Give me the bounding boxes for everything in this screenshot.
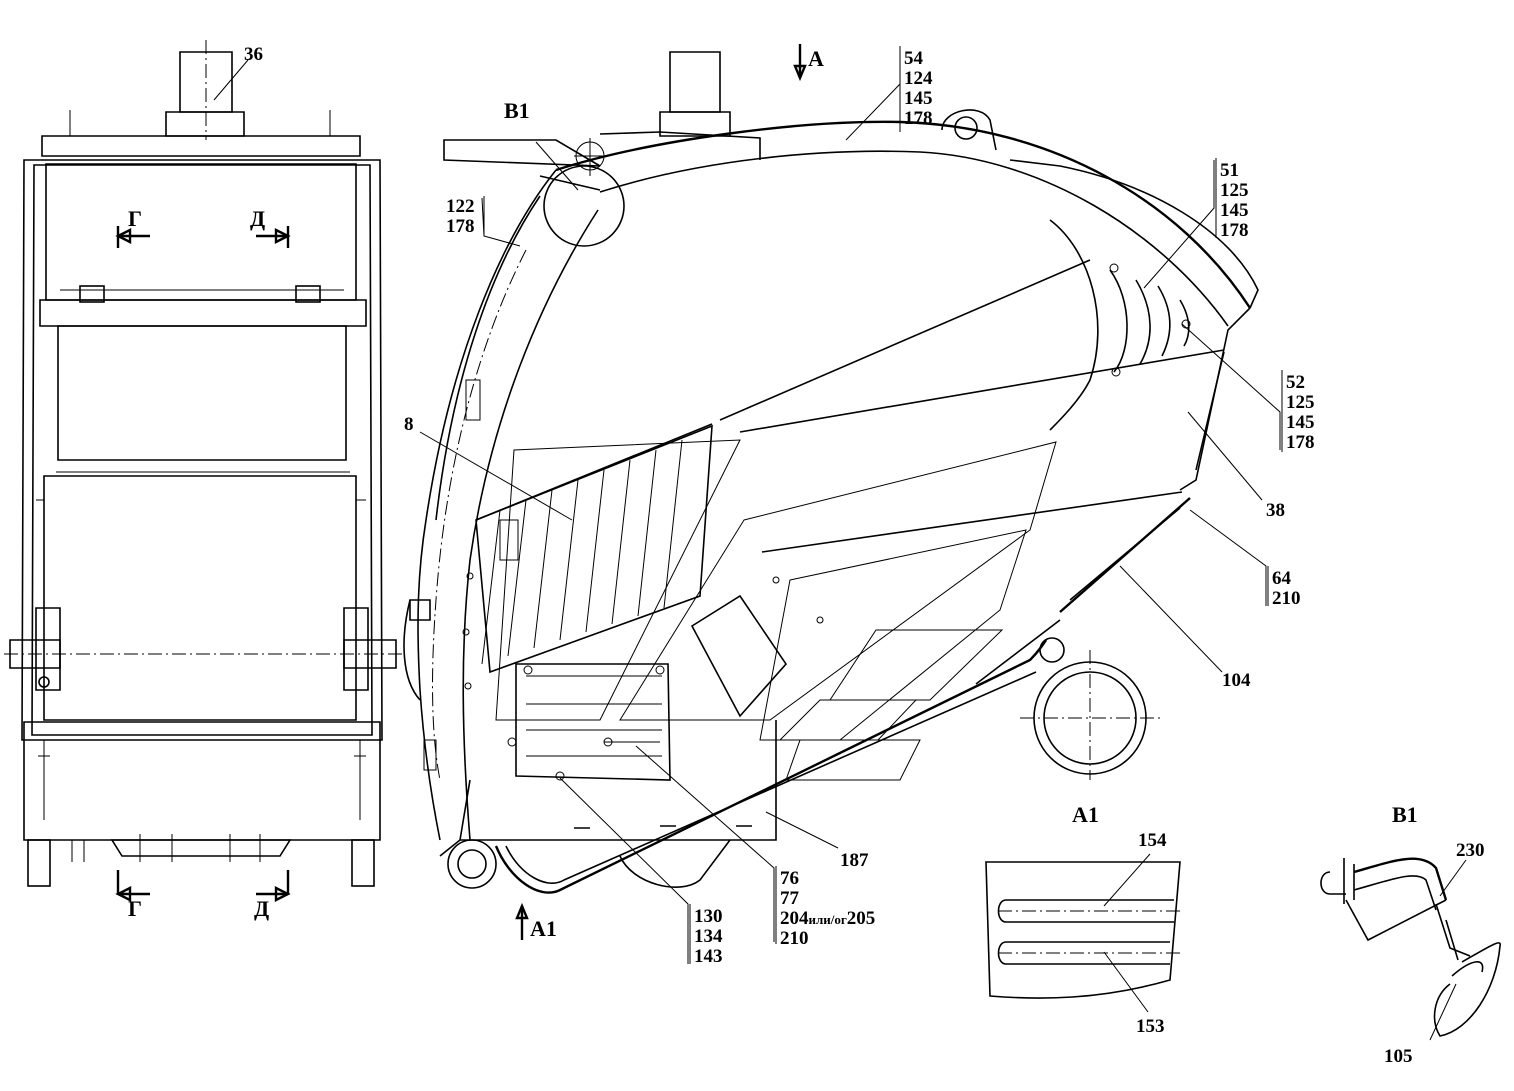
label-76: 76 [780,868,799,889]
label-124: 124 [904,68,933,89]
label-38: 38 [1266,500,1285,521]
labels: 36 A 54 124 145 178 B1 122 178 51 125 14… [128,44,1485,1067]
label-section-d-top: Д [250,206,265,231]
label-178d: 178 [1286,432,1315,453]
label-52: 52 [1286,372,1305,393]
label-77: 77 [780,888,800,909]
label-230: 230 [1456,840,1485,861]
label-detail-b1: B1 [1392,802,1418,827]
label-105: 105 [1384,1046,1413,1067]
label-64: 64 [1272,568,1292,589]
label-145c: 145 [1286,412,1315,433]
label-view-b1: B1 [504,98,530,123]
label-154: 154 [1138,830,1167,851]
front-view [4,40,402,902]
label-section-g-top: Г [128,206,142,231]
side-view [403,44,1281,964]
detail-b1 [1320,857,1501,1041]
label-122: 122 [446,196,475,217]
label-187: 187 [840,850,869,871]
label-view-a: A [808,46,824,71]
label-section-d-bottom: Д [254,896,269,921]
detail-a1 [985,853,1184,1013]
label-143: 143 [694,946,723,967]
label-54: 54 [904,48,924,69]
label-125b: 125 [1286,392,1315,413]
label-145: 145 [904,88,933,109]
label-detail-a1: A1 [1072,802,1099,827]
label-178b: 178 [446,216,475,237]
label-125: 125 [1220,180,1249,201]
label-210: 210 [1272,588,1301,609]
label-section-g-bottom: Г [128,896,142,921]
label-130: 130 [694,906,723,927]
label-178c: 178 [1220,220,1249,241]
label-204-205: 204или/ог205 [780,908,875,929]
label-145b: 145 [1220,200,1249,221]
label-178: 178 [904,108,933,129]
label-view-a1: A1 [530,916,557,941]
label-210b: 210 [780,928,809,949]
label-36: 36 [244,44,263,65]
label-51: 51 [1220,160,1239,181]
label-134: 134 [694,926,723,947]
label-153: 153 [1136,1016,1165,1037]
label-104: 104 [1222,670,1251,691]
label-8: 8 [404,414,414,435]
